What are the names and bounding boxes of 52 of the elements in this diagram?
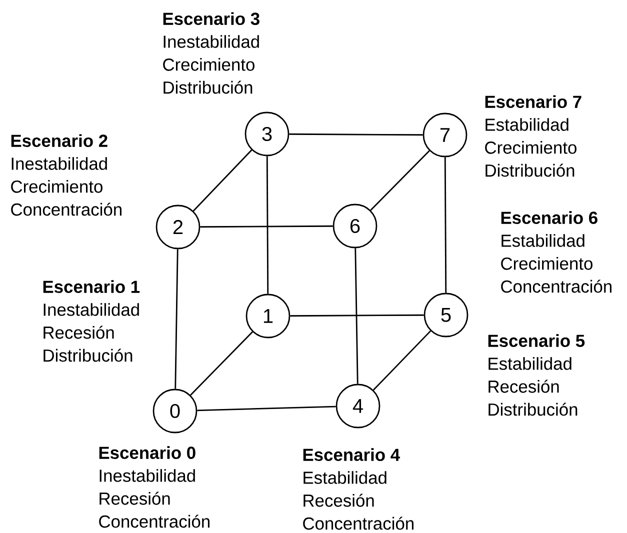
cube-edge — [444, 157, 447, 293]
cube-edge — [370, 150, 430, 211]
node-label: Escenario 7 — [485, 95, 582, 108]
node-label: Escenario 4 — [303, 448, 400, 461]
node-label: Inestabilidad — [164, 35, 259, 48]
scenario-label: Escenario 1 Inestabilidad Recesión Distribución — [43, 280, 140, 362]
scenario-label: Escenario 5 Estabilidad Recesión Distribución — [488, 334, 585, 416]
cube-edge — [190, 331, 253, 396]
node-label: Distribución — [164, 80, 252, 94]
cube-edge — [266, 156, 269, 294]
node-label: Inestabilidad — [100, 469, 195, 482]
scenario-label: Escenario 2 Inestabilidad Crecimiento Concentración — [11, 134, 122, 216]
cube-edge — [289, 133, 423, 136]
scenario-label: Escenario 6 Estabilidad Crecimiento Concentración — [501, 211, 612, 293]
node-label: Distribución — [488, 402, 578, 416]
cube-edge — [174, 249, 178, 389]
node-label: Estabilidad — [502, 234, 584, 247]
node-label: Escenario 2 — [11, 134, 108, 147]
node-label: Escenario 1 — [43, 280, 140, 293]
node-label: Escenario 0 — [99, 446, 196, 459]
node-label: Inestabilidad — [44, 303, 139, 316]
node-label: Distribución — [486, 164, 574, 177]
node-label: Escenario 6 — [501, 211, 598, 224]
scenario-label: Escenario 7 Estabilidad Crecimiento Distribución — [485, 95, 582, 177]
node-label: Concentración — [303, 516, 414, 530]
node-label: Inestabilidad — [12, 157, 107, 170]
node-label: Crecimiento — [11, 180, 102, 193]
node-label: Crecimiento — [485, 141, 576, 154]
scenario-label: Escenario 3 Inestabilidad Crecimiento Distribución — [163, 12, 260, 94]
node-label: Recesión — [304, 494, 374, 507]
node-label: Crecimiento — [163, 58, 254, 71]
cube-edge — [354, 248, 358, 384]
node-label: Concentración — [501, 280, 612, 293]
node-label: Distribución — [44, 348, 132, 362]
node-label: Concentración — [99, 514, 210, 528]
node-label: Recesión — [488, 380, 559, 393]
cube-edge — [200, 225, 333, 228]
scenario-label: Escenario 4 Estabilidad Recesión Concentración — [303, 448, 414, 530]
node-label: Concentración — [11, 202, 122, 216]
cube-edge — [372, 330, 432, 391]
cube-edge — [192, 150, 252, 212]
cube-edge — [197, 406, 336, 412]
node-label: Recesión — [44, 326, 114, 339]
node-label: Estabilidad — [488, 357, 572, 370]
scenario-label: Escenario 0 Inestabilidad Recesión Concentración — [99, 446, 210, 528]
node-label: Estabilidad — [304, 471, 386, 484]
node-label: Crecimiento — [501, 257, 592, 270]
node-label: Recesión — [100, 492, 170, 505]
node-label: Estabilidad — [486, 118, 568, 131]
cube-edge — [290, 314, 424, 317]
node-label: Escenario 3 — [163, 12, 260, 26]
node-label: Escenario 5 — [488, 334, 585, 347]
